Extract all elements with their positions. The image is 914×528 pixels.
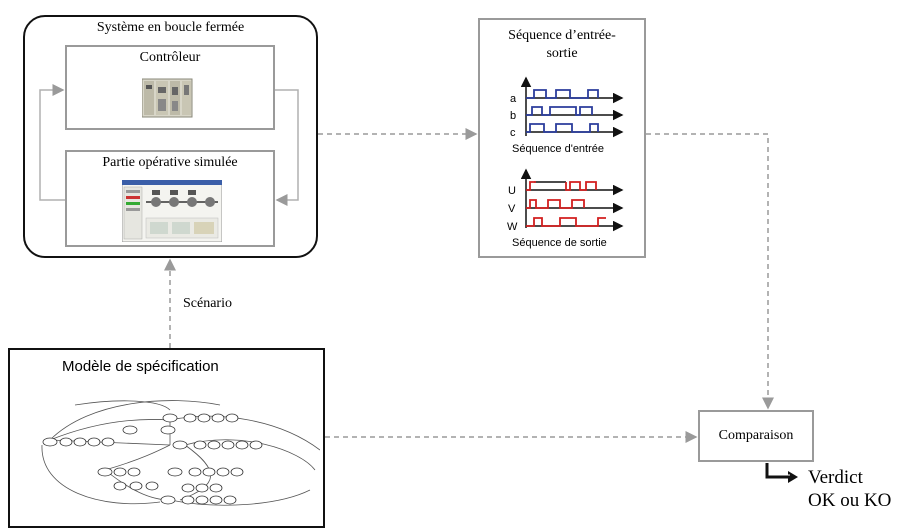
timing-diagram: a b c Séquence d'entrée U V W Séquence d… (507, 76, 624, 249)
signal-b (526, 106, 593, 116)
spec-title: Modèle de spécification (62, 358, 219, 375)
verdict-arrowhead (788, 471, 798, 483)
controller-box: Contrôleur (65, 45, 275, 130)
output-label-w: W (507, 221, 518, 233)
plc-controller-icon (142, 78, 193, 118)
sequence-to-comparison-arrow (646, 133, 774, 410)
input-caption: Séquence d'entrée (512, 143, 604, 155)
input-label-c: c (510, 127, 516, 139)
verdict-text: Verdict OK ou KO (808, 466, 891, 512)
closed-loop-system-box: Système en boucle fermée (23, 15, 318, 258)
verdict-arrow (765, 463, 790, 479)
sequence-title-line2: sortie (546, 46, 578, 61)
plant-label: Partie opérative simulée (102, 155, 238, 170)
feedback-line-left (39, 84, 65, 201)
output-label-u: U (508, 185, 516, 197)
state-machine-graph (41, 400, 320, 506)
simulated-plant-box: Partie opérative simulée (65, 150, 275, 247)
output-caption: Séquence de sortie (512, 237, 607, 249)
specification-model-box: Modèle de spécification (8, 348, 325, 528)
output-label-v: V (508, 203, 516, 215)
sequence-title-line1: Séquence d’entrée- (508, 28, 616, 43)
verdict-line1: Verdict (808, 467, 863, 488)
comparison-label: Comparaison (718, 428, 794, 443)
input-label-b: b (510, 110, 516, 122)
simulation-screenshot-icon (122, 180, 222, 242)
input-label-a: a (510, 93, 517, 105)
io-sequence-box: Séquence d’entrée- sortie a b c Séquence… (478, 18, 646, 258)
signal-u (526, 181, 597, 191)
signal-c (526, 123, 599, 133)
system-title: Système en boucle fermée (96, 20, 245, 35)
feedback-line-right (275, 89, 299, 206)
signal-a (526, 89, 599, 99)
scenario-label: Scénario (183, 296, 232, 311)
controller-label: Contrôleur (139, 50, 201, 65)
signal-w (526, 217, 606, 227)
comparison-box: Comparaison (698, 410, 814, 462)
verdict-line2: OK ou KO (808, 490, 892, 511)
signal-v (526, 199, 585, 209)
